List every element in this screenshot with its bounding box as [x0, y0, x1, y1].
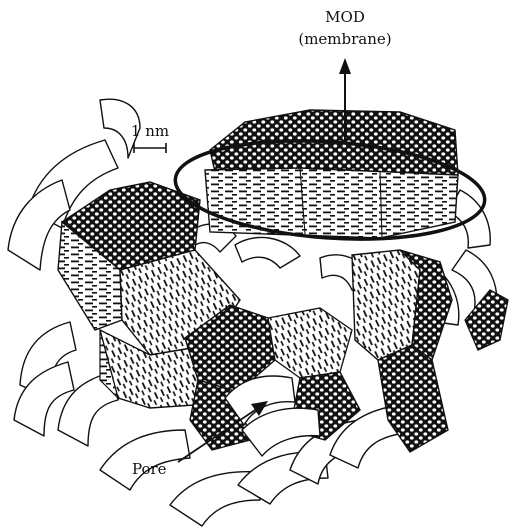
- mod-membrane-block: [205, 110, 458, 238]
- mod-label: MOD: [325, 8, 365, 26]
- pore-ring: [185, 305, 360, 456]
- membrane-label: (membrane): [298, 30, 391, 48]
- scale-label: 1 nm: [131, 122, 169, 140]
- pore-label: Pore: [132, 460, 167, 478]
- scale-bar: [134, 143, 166, 153]
